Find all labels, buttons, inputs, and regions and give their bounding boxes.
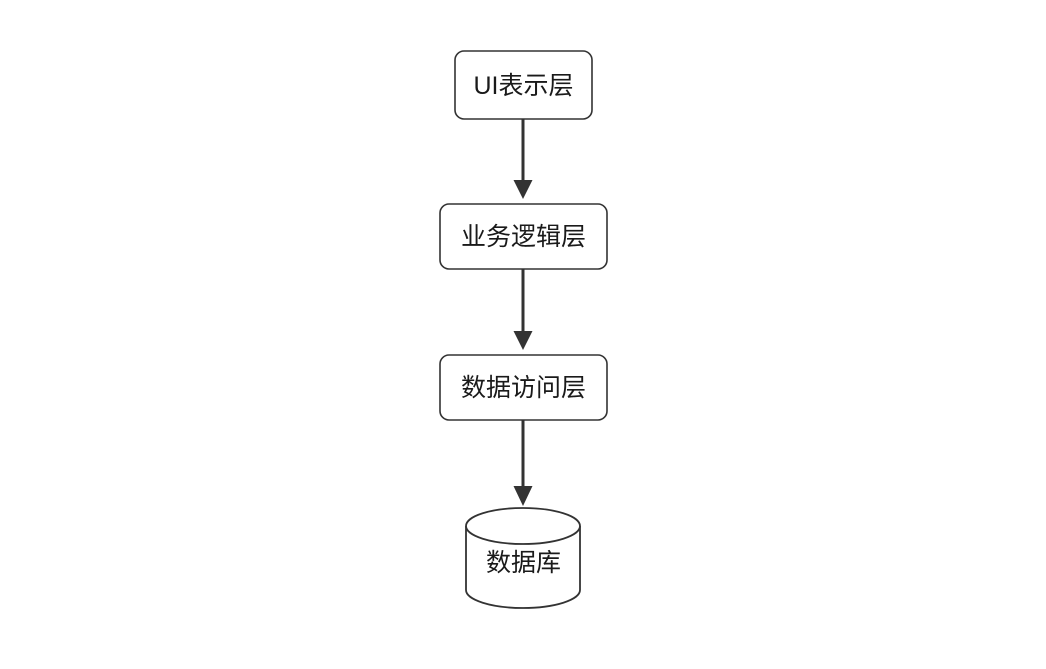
edge-business-to-data-access	[513, 269, 533, 350]
node-data-access-layer[interactable]: 数据访问层	[439, 354, 608, 421]
node-ui-box[interactable]	[454, 50, 593, 120]
edge-ui-to-business	[513, 119, 533, 199]
node-data-access-label: 数据访问层	[461, 374, 586, 402]
node-database[interactable]: 数据库	[465, 507, 581, 609]
node-data-access-box[interactable]	[439, 354, 608, 421]
edge-data-access-to-database	[513, 420, 533, 506]
arrowhead-icon	[513, 180, 533, 199]
node-business-box[interactable]	[439, 203, 608, 270]
arrowhead-icon	[513, 486, 533, 506]
database-cylinder-top[interactable]	[465, 507, 581, 545]
node-ui-presentation-layer[interactable]: UI表示层	[454, 50, 593, 120]
node-business-logic-layer[interactable]: 业务逻辑层	[439, 203, 608, 270]
node-ui-label: UI表示层	[473, 72, 573, 100]
node-business-label: 业务逻辑层	[461, 223, 586, 251]
arrowhead-icon	[513, 331, 533, 350]
node-database-label: 数据库	[486, 549, 561, 577]
database-cylinder-body[interactable]	[465, 526, 581, 609]
